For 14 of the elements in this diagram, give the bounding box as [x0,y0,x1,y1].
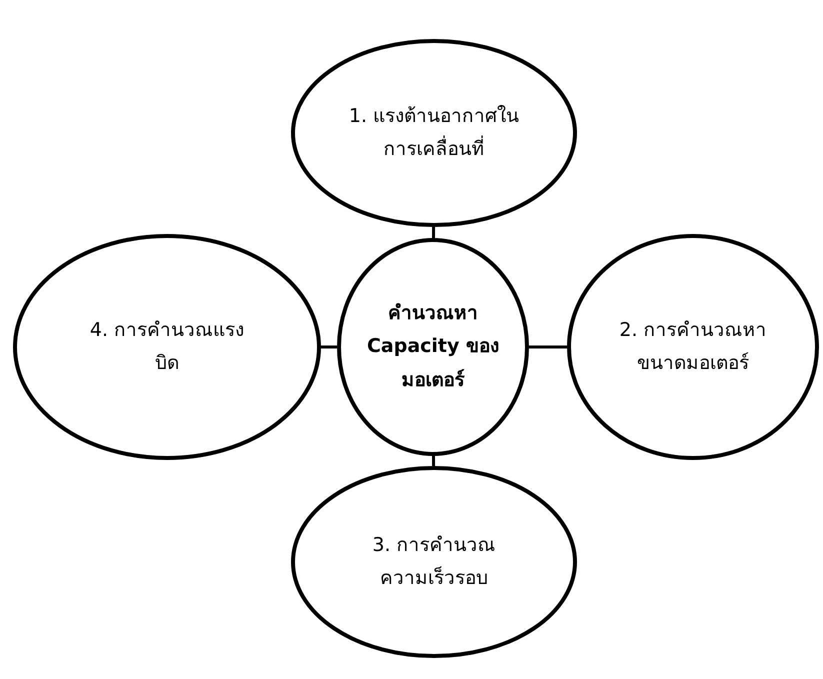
node-text: 2. การคำนวณหาขนาดมอเตอร์ [618,318,768,376]
ellipse-node [291,39,577,227]
ellipse-node [13,234,321,460]
ellipse-node [337,238,529,456]
ellipse-node [567,234,819,460]
connector-line [321,346,337,348]
connector-line [432,227,436,238]
node-text: 1. แรงต้านอากาศในการเคลื่อนที่ [348,104,520,162]
connector-line [432,456,436,466]
node-text: 4. การคำนวณแรงบิด [88,318,246,376]
node-text: คำนวณหา Capacity ของมอเตอร์ [366,301,500,393]
node-text: 3. การคำนวณความเร็วรอบ [371,532,497,591]
ellipse-node [291,466,577,658]
connector-line [529,346,567,348]
